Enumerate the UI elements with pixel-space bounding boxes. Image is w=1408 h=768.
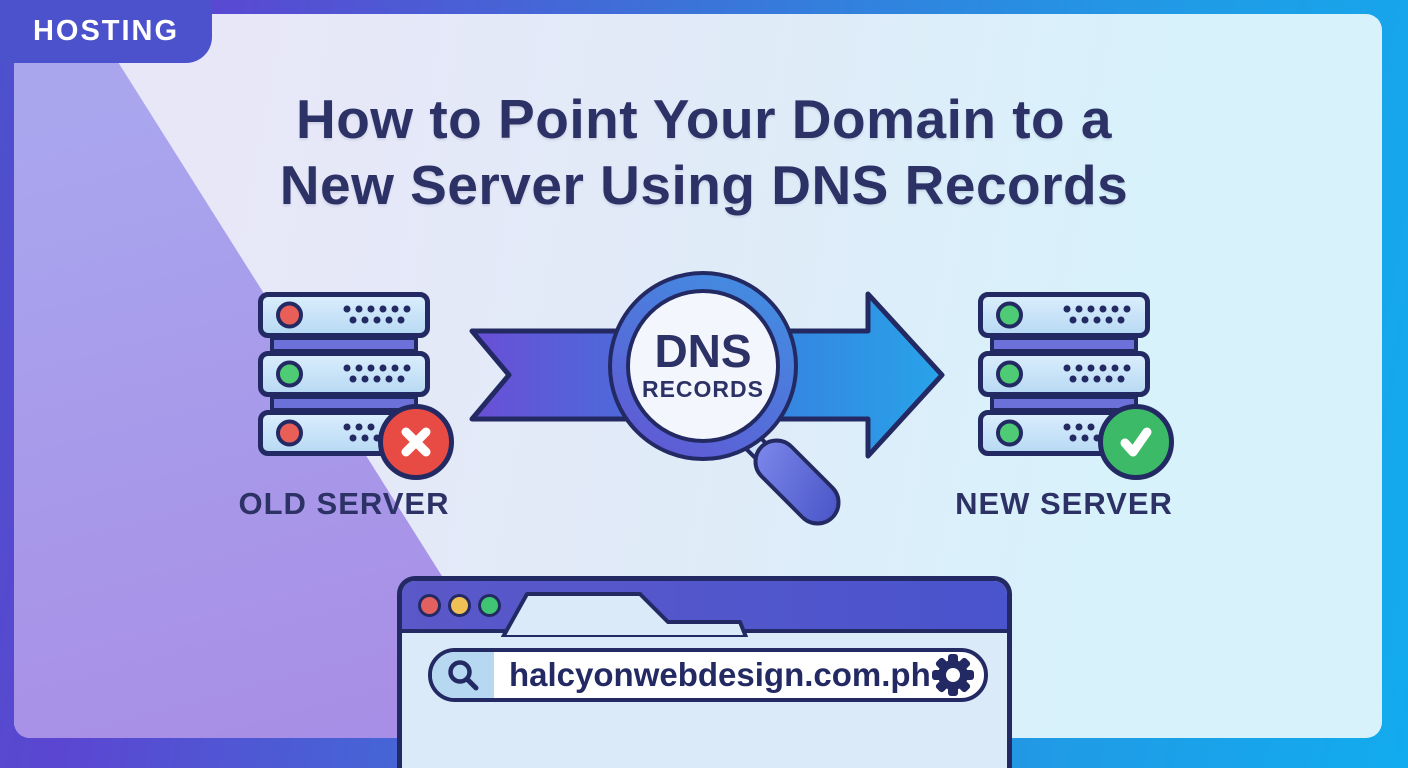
new-server-stack: NEW SERVER bbox=[955, 292, 1174, 521]
status-led bbox=[276, 301, 303, 329]
magnifier-lens: DNS RECORDS bbox=[626, 289, 780, 443]
category-badge: HOSTING bbox=[0, 0, 212, 63]
traffic-light-close bbox=[418, 593, 441, 617]
gear-icon bbox=[931, 653, 975, 697]
x-icon bbox=[401, 427, 431, 457]
server-unit bbox=[978, 292, 1150, 338]
search-segment bbox=[432, 652, 494, 698]
page-title-line1: How to Point Your Domain to a bbox=[295, 88, 1113, 150]
traffic-lights bbox=[418, 581, 501, 629]
check-icon bbox=[1120, 427, 1152, 457]
success-badge bbox=[1098, 404, 1174, 480]
browser-tab bbox=[501, 592, 748, 637]
browser-window: halcyonwebdesign.com.ph bbox=[397, 576, 1012, 768]
page-title-line2: New Server Using DNS Records bbox=[279, 154, 1129, 216]
records-label: RECORDS bbox=[641, 376, 764, 402]
server-unit bbox=[258, 351, 430, 397]
server-vents-icon bbox=[1063, 305, 1131, 324]
old-server-stack: OLD SERVER bbox=[239, 292, 454, 521]
status-led bbox=[276, 419, 303, 447]
search-icon bbox=[448, 660, 479, 691]
status-led bbox=[996, 419, 1023, 447]
page-title: How to Point Your Domain to a New Server… bbox=[0, 86, 1408, 218]
status-led bbox=[996, 301, 1023, 329]
address-bar: halcyonwebdesign.com.ph bbox=[428, 648, 988, 702]
old-server-label: OLD SERVER bbox=[238, 486, 450, 521]
new-server-label: NEW SERVER bbox=[955, 486, 1173, 521]
server-vents-icon bbox=[343, 364, 411, 383]
server-vents-icon bbox=[343, 305, 411, 324]
traffic-light-minimize bbox=[448, 593, 471, 617]
browser-titlebar bbox=[402, 581, 1007, 637]
url-text: halcyonwebdesign.com.ph bbox=[509, 656, 931, 693]
server-vents-icon bbox=[1063, 364, 1131, 383]
dns-label: DNS bbox=[654, 325, 752, 377]
status-led bbox=[276, 360, 303, 388]
category-badge-label: HOSTING bbox=[32, 15, 180, 47]
server-unit bbox=[978, 351, 1150, 397]
server-unit bbox=[258, 292, 430, 338]
traffic-light-maximize bbox=[478, 593, 501, 617]
status-led bbox=[996, 360, 1023, 388]
error-badge bbox=[378, 404, 454, 480]
